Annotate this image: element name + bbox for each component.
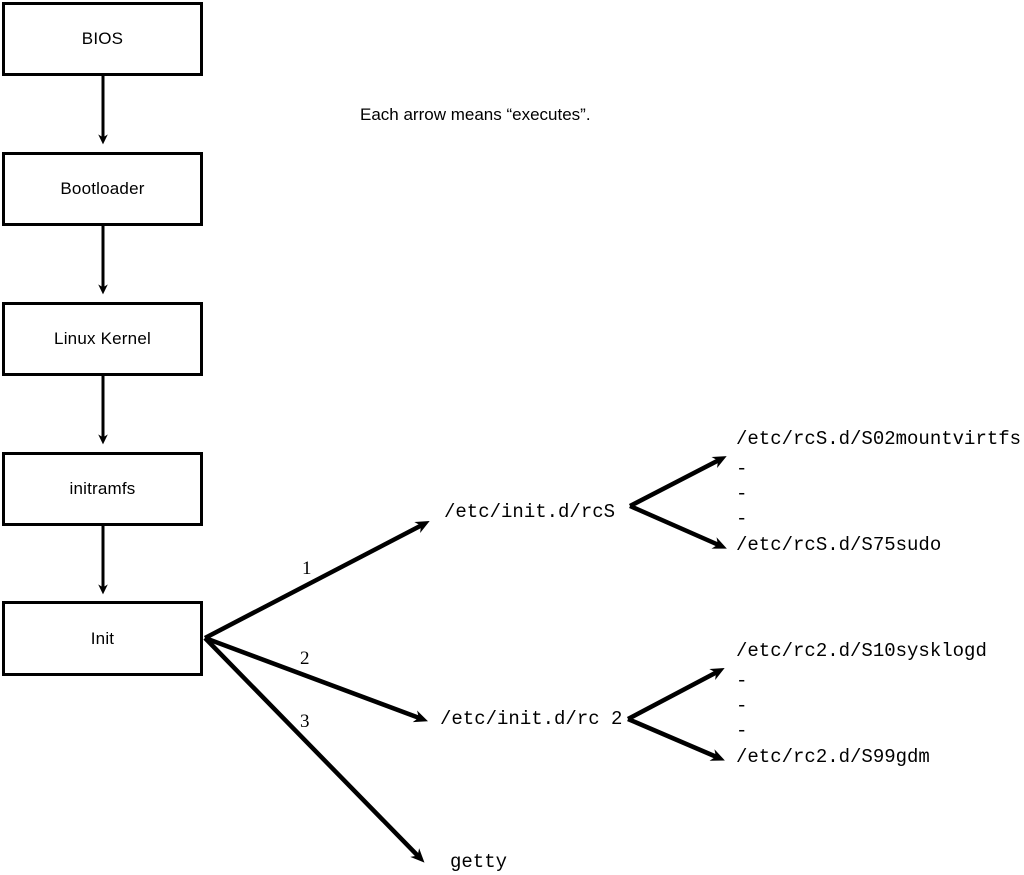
rcs-script-last: /etc/rcS.d/S75sudo (736, 534, 942, 556)
node-linux-kernel: Linux Kernel (2, 302, 203, 376)
caption-arrow-meaning: Each arrow means “executes”. (360, 105, 591, 124)
node-bootloader-label: Bootloader (60, 179, 145, 198)
rcs-ellipsis-dash-3: - (736, 508, 748, 530)
rcs-ellipsis-dash-2: - (736, 483, 748, 505)
rc2-script-first: /etc/rc2.d/S10sysklogd (736, 640, 987, 662)
branch-target-getty: getty (450, 851, 508, 873)
node-init-label: Init (90, 628, 115, 648)
node-initramfs-label: initramfs (69, 479, 136, 498)
node-bios-label: BIOS (81, 29, 124, 48)
node-init: Init (2, 601, 203, 676)
rcs-fork-arrow-first (628, 456, 727, 508)
branch-number-1: 1 (302, 558, 312, 579)
rc2-ellipsis-dash-2: - (736, 695, 748, 717)
node-initramfs: initramfs (2, 452, 203, 526)
rcs-fork-arrow-last (629, 503, 727, 549)
rcs-script-first: /etc/rcS.d/S02mountvirtfs (736, 428, 1022, 450)
branch-target-rcs: /etc/init.d/rcS (444, 501, 616, 523)
rc2-fork-arrow-first (626, 668, 725, 721)
init-branch-arrow-2 (204, 635, 428, 723)
rc2-fork-arrow-last (627, 716, 725, 761)
rcs-ellipsis-dash-1: - (736, 458, 748, 480)
rc2-ellipsis-dash-1: - (736, 670, 748, 692)
branch-number-3: 3 (300, 711, 310, 732)
node-bios: BIOS (2, 2, 203, 76)
branch-target-rc2: /etc/init.d/rc 2 (440, 708, 623, 730)
rc2-script-last: /etc/rc2.d/S99gdm (736, 746, 930, 768)
node-linux-kernel-label: Linux Kernel (54, 329, 151, 348)
node-bootloader: Bootloader (2, 152, 203, 226)
init-branch-arrow-1 (203, 521, 430, 640)
branch-number-2: 2 (300, 648, 310, 669)
init-branch-arrow-3 (203, 636, 425, 863)
rc2-ellipsis-dash-3: - (736, 720, 748, 742)
